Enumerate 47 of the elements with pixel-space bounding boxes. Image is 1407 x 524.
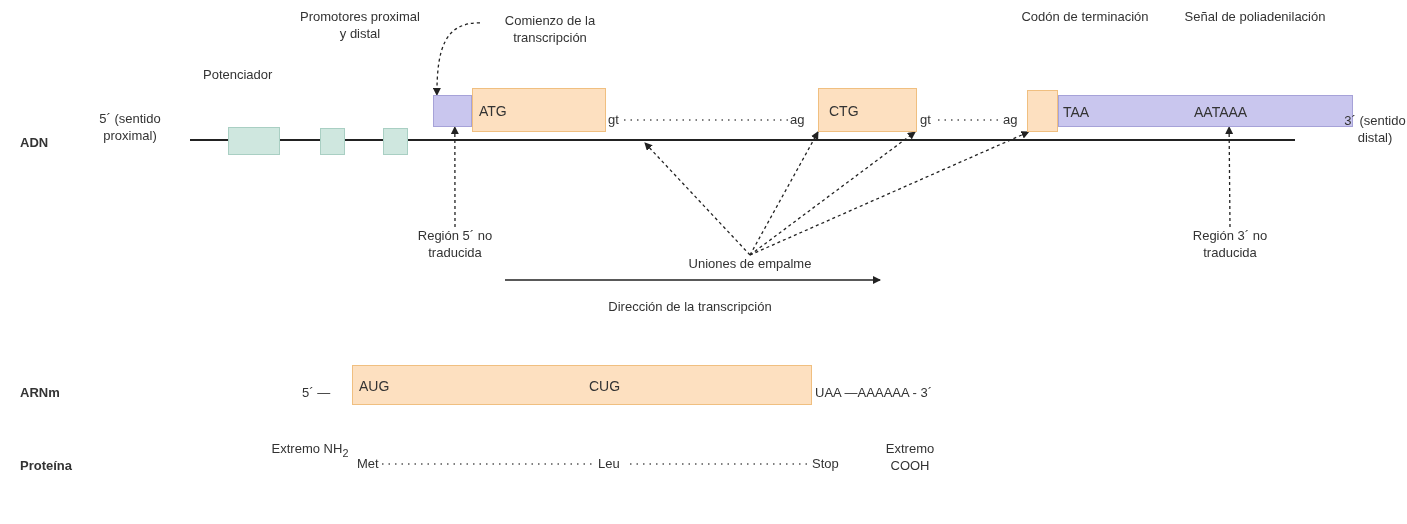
- callout-text: Uniones de empalme: [687, 255, 813, 272]
- leader-line: [749, 131, 1030, 256]
- terminus-label: Extremo NH$_{2}$: [270, 440, 350, 461]
- callout-text: Región 3´ no traducida: [1191, 227, 1269, 261]
- sequence-text: TAA: [1063, 104, 1090, 121]
- exon-box: [352, 365, 812, 405]
- sequence-text: Leu: [598, 455, 620, 472]
- sequence-text: 5´ —: [302, 384, 331, 401]
- row-label: ADN: [20, 134, 49, 151]
- strand-end-label: 5´ (sentido proximal): [98, 110, 162, 144]
- leader-line: [1225, 126, 1234, 228]
- sequence-text: CTG: [829, 103, 859, 120]
- sequence-text: AATAAA: [1194, 104, 1248, 121]
- callout-text: Comienzo de la transcripción: [503, 12, 597, 46]
- leader-line: [749, 131, 819, 256]
- row-label: Proteína: [20, 457, 72, 474]
- sequence-text: Met: [357, 455, 379, 472]
- sequence-text: AUG: [359, 378, 390, 395]
- enhancer-box: [228, 127, 280, 155]
- leader-line: [433, 22, 481, 96]
- leader-line: [644, 142, 751, 256]
- sequence-text: CUG: [589, 378, 621, 395]
- promoter-box: [320, 128, 345, 155]
- terminus-label: Extremo COOH: [884, 440, 936, 474]
- sequence-text: ag: [790, 111, 805, 128]
- sequence-text: Stop: [812, 455, 839, 472]
- element-label: Señal de poliadenilación: [1183, 8, 1327, 25]
- sequence-text: gt: [608, 111, 619, 128]
- exon-box: [1027, 90, 1058, 132]
- promoter-box: [383, 128, 408, 155]
- leader-line: [749, 131, 916, 256]
- sequence-text: gt: [920, 111, 931, 128]
- direction-label: Dirección de la transcripción: [607, 298, 773, 315]
- row-label: ARNm: [20, 384, 60, 401]
- sequence-text: ATG: [479, 103, 507, 120]
- strand-end-label: 3´ (sentido distal): [1343, 112, 1407, 146]
- exon-box: [472, 88, 606, 132]
- element-label: Codón de terminación: [1020, 8, 1150, 25]
- exon-box: [818, 88, 917, 132]
- untranslated-region-box: [1058, 95, 1353, 127]
- callout-text: Región 5´ no traducida: [416, 227, 494, 261]
- sequence-text: ag: [1003, 111, 1018, 128]
- element-label: Promotores proximal y distal: [300, 8, 420, 42]
- element-label: Potenciador: [203, 66, 273, 83]
- sequence-text: UAA —AAAAAA - 3´: [815, 384, 933, 401]
- untranslated-region-box: [433, 95, 472, 127]
- leader-line: [450, 126, 459, 228]
